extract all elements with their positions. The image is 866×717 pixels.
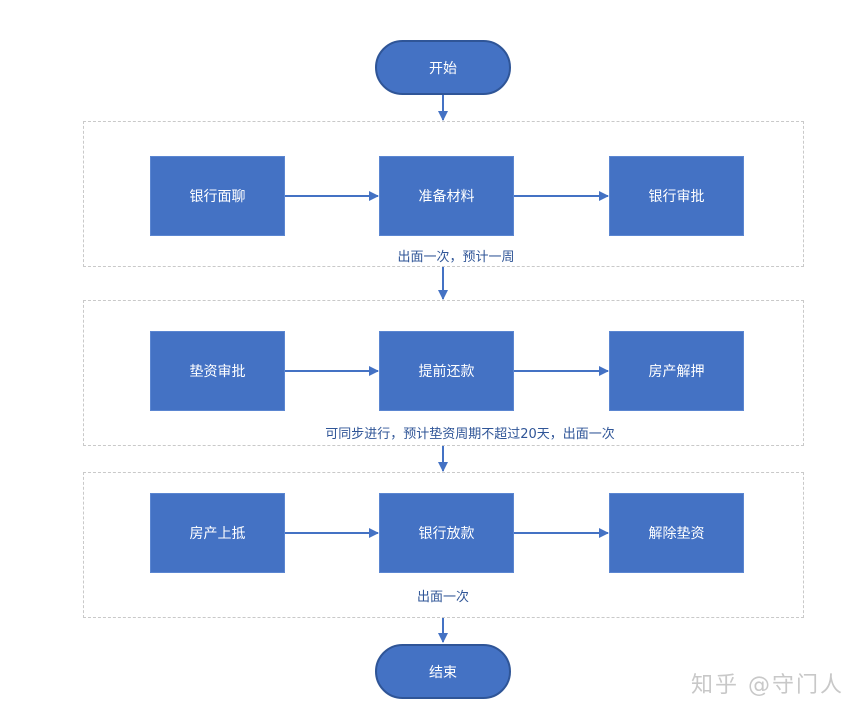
step-early-repayment: 提前还款 [379,331,514,411]
watermark: 知乎 @守门人 [691,673,844,698]
step-label: 房产解押 [648,364,705,380]
step-mortgage-release: 房产解押 [609,331,744,411]
end-terminal: 结束 [375,644,511,699]
start-label: 开始 [429,60,457,77]
step-label: 提前还款 [418,364,475,380]
step-label: 解除垫资 [648,526,705,542]
step-bank-approval: 银行审批 [609,156,744,236]
step-bridge-loan-approval: 垫资审批 [150,331,285,411]
step-prepare-documents: 准备材料 [379,156,514,236]
step-label: 垫资审批 [189,364,246,380]
stage-1-group [83,121,804,267]
step-label: 房产上抵 [189,526,246,542]
step-label: 银行放款 [418,526,475,542]
step-bank-interview: 银行面聊 [150,156,285,236]
step-bank-disbursement: 银行放款 [379,493,514,573]
stage-1-note: 出面一次，预计一周 [397,250,515,265]
start-terminal: 开始 [375,40,511,95]
step-label: 银行面聊 [189,189,246,205]
step-label: 银行审批 [648,189,705,205]
step-release-bridge-loan: 解除垫资 [609,493,744,573]
stage-3-note: 出面一次 [416,590,470,605]
stage-2-group [83,300,804,446]
end-label: 结束 [429,664,457,681]
step-property-mortgage: 房产上抵 [150,493,285,573]
step-label: 准备材料 [418,189,475,205]
stage-2-note: 可同步进行，预计垫资周期不超过20天，出面一次 [325,427,615,442]
stage-3-group [83,472,804,618]
